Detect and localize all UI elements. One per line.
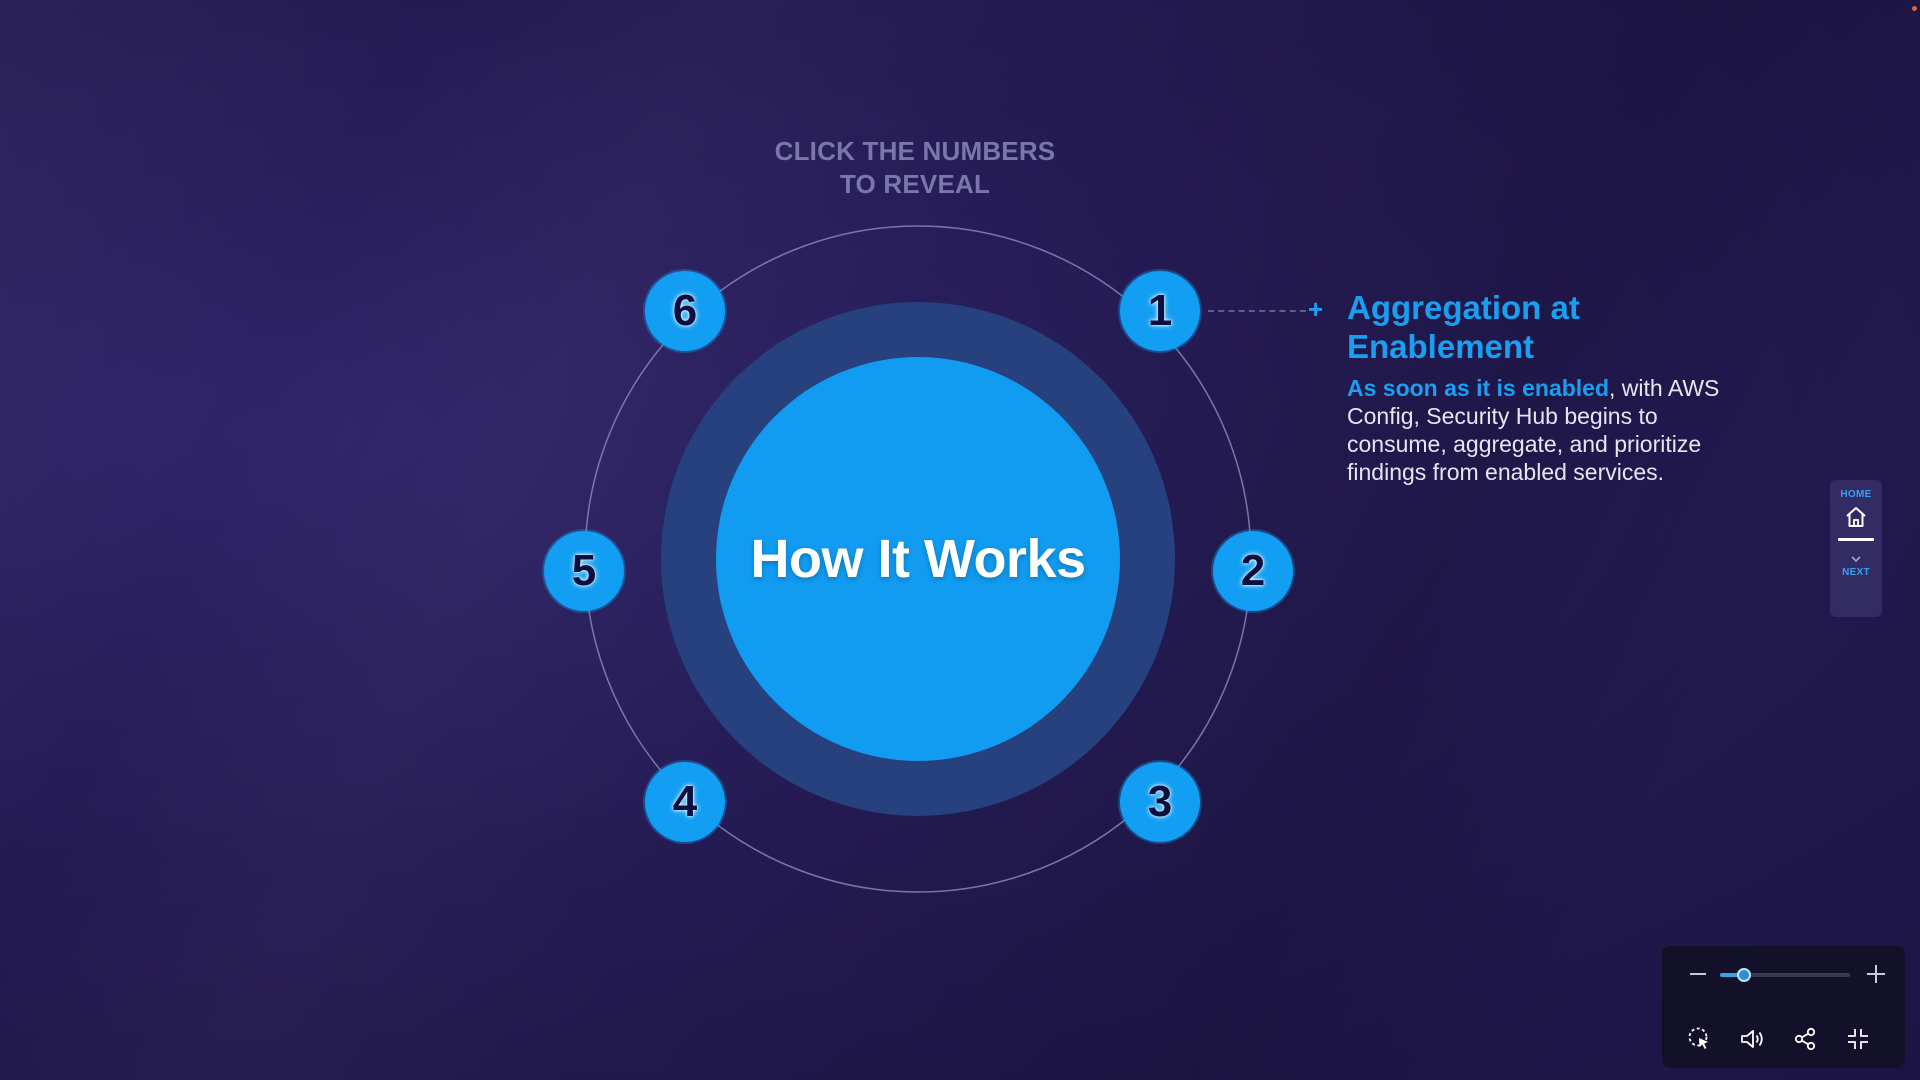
center-title: How It Works [750,529,1086,589]
next-label[interactable]: NEXT [1842,567,1870,578]
zoom-slider-thumb[interactable] [1737,968,1752,982]
number-button-2[interactable]: 2 [1213,531,1293,611]
info-highlight: As soon as it is enabled [1347,375,1610,401]
share-icon[interactable] [1790,1024,1820,1054]
instruction-heading: CLICK THE NUMBERS TO REVEAL [720,135,1110,201]
number-button-5[interactable]: 5 [544,531,624,611]
home-icon[interactable] [1843,504,1869,530]
number-button-6[interactable]: 6 [645,271,725,351]
info-body-text: , with AWS Config, Security Hub begins t… [1347,375,1720,485]
instruction-line-1: CLICK THE NUMBERS [774,136,1056,166]
volume-icon[interactable] [1737,1024,1767,1054]
instruction-line-2: TO REVEAL [839,169,991,199]
zoom-slider-fill [1720,973,1745,977]
home-label[interactable]: HOME [1840,489,1872,500]
number-button-4[interactable]: 4 [645,762,725,842]
chevron-down-icon[interactable] [1850,555,1862,563]
exit-fullscreen-icon[interactable] [1843,1024,1873,1054]
info-body: As soon as it is enabled, with AWS Confi… [1347,374,1727,486]
connector-line [1208,310,1306,312]
info-panel: Aggregation at Enablement As soon as it … [1347,288,1727,486]
side-navigation: HOME NEXT [1830,480,1882,617]
number-button-3[interactable]: 3 [1120,762,1200,842]
info-title: Aggregation at Enablement [1347,289,1580,365]
nav-divider [1838,538,1874,541]
recording-indicator [1912,6,1917,11]
center-circle: How It Works [716,357,1120,761]
zoom-in-icon[interactable] [1867,965,1885,983]
zoom-out-icon[interactable] [1690,973,1706,975]
plus-icon: + [1308,294,1324,324]
player-controls [1662,946,1905,1068]
cursor-select-icon[interactable] [1685,1024,1715,1054]
zoom-slider[interactable] [1720,968,1850,982]
number-button-1[interactable]: 1 [1120,271,1200,351]
